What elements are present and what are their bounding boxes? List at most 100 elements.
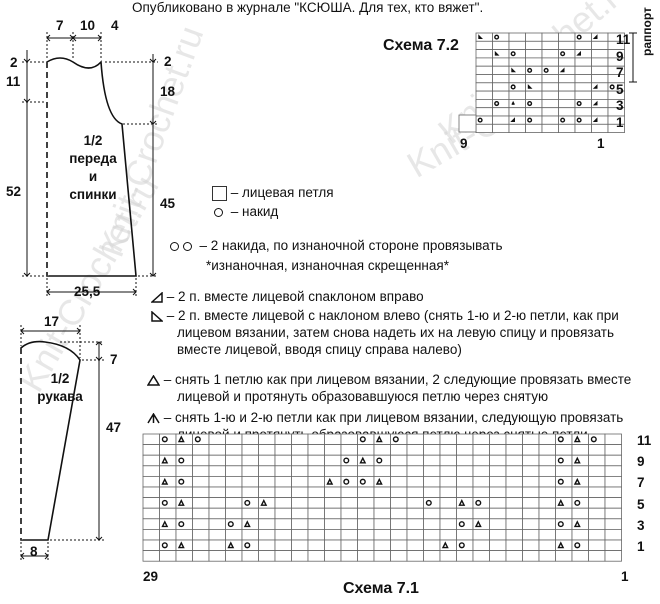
chart-cell (324, 539, 342, 552)
chart-cell (307, 497, 325, 509)
chart-cell (604, 475, 622, 488)
chart-cell (439, 529, 457, 541)
chart-cell (489, 454, 507, 467)
chart-cell (472, 433, 490, 446)
chart-7-2-col-left: 9 (460, 136, 468, 151)
chart-cell (489, 550, 507, 562)
chart-cell (357, 507, 375, 520)
chart-cell (291, 529, 309, 541)
chart-cell (241, 475, 259, 488)
chart-cell (324, 518, 342, 530)
chart-cell (142, 475, 160, 488)
yarn-over-icon (178, 457, 185, 464)
yarn-over-icon (458, 521, 465, 528)
chart-cell (538, 507, 556, 520)
chart-cell (307, 550, 325, 562)
chart-cell (555, 465, 573, 477)
chart-cell (390, 475, 408, 488)
chart-cell (225, 454, 243, 467)
chart-cell (208, 539, 226, 552)
dim-right-upper: 18 (160, 84, 176, 99)
row-number: 5 (616, 81, 624, 97)
chart-cell (225, 507, 243, 520)
yarn-over-icon (477, 117, 483, 123)
chart-cell (604, 433, 622, 446)
dim-left-total: 52 (6, 184, 22, 199)
chart-cell (588, 497, 606, 509)
yarn-over-icon (494, 101, 500, 107)
chart-cell (357, 486, 375, 499)
chart-cell (258, 444, 276, 456)
yarn-over-icon (557, 457, 564, 464)
chart-cell (357, 465, 375, 477)
chart-cell (208, 550, 226, 562)
body-label-line: и (88, 169, 98, 184)
chart-cell (390, 539, 408, 552)
yarn-over-icon (590, 436, 597, 443)
chart-cell (373, 539, 391, 552)
yarn-over-icon (527, 117, 533, 123)
chart-cell (406, 433, 424, 446)
chart-cell (192, 507, 210, 520)
chart-cell (258, 465, 276, 477)
chart-cell (159, 507, 177, 520)
chart-cell (208, 465, 226, 477)
chart-cell (588, 529, 606, 541)
chart-cell (406, 529, 424, 541)
chart-cell (604, 539, 622, 552)
chart-cell (423, 550, 441, 562)
chart-cell (406, 475, 424, 488)
chart-cell (472, 444, 490, 456)
chart-7-1-title: Схема 7.1 (343, 580, 419, 597)
yarn-over-icon (560, 51, 566, 57)
chart-cell (406, 550, 424, 562)
chart-cell (373, 529, 391, 541)
yarn-over-icon (576, 101, 582, 107)
chart-cell (291, 518, 309, 530)
chart-cell (423, 454, 441, 467)
decrease-right-icon (151, 291, 163, 303)
chart-cell (588, 444, 606, 456)
chart-cell (439, 444, 457, 456)
yarn-over-icon (475, 499, 482, 506)
chart-cell (192, 497, 210, 509)
chart-cell (340, 550, 358, 562)
chart-cell (505, 433, 523, 446)
body-label-line: переда (69, 151, 117, 166)
chart-cell (274, 518, 292, 530)
decrease-right-icon (592, 84, 598, 89)
chart-cell (192, 518, 210, 530)
chart-cell (192, 454, 210, 467)
triangle-decrease-icon (573, 435, 581, 443)
decrease-left-icon (511, 67, 516, 73)
chart-cell (604, 507, 622, 520)
chart-cell (291, 550, 309, 562)
chart-cell (555, 529, 573, 541)
chart-cell (423, 529, 441, 541)
chart-cell (357, 529, 375, 541)
decrease-left-icon (151, 310, 163, 322)
decrease-right-icon (592, 117, 598, 122)
chart-cell (456, 475, 474, 488)
triangle-decrease-icon (458, 499, 466, 506)
chart-7-1-col-right: 1 (621, 569, 629, 584)
chart-cell (192, 550, 210, 562)
triangle-decrease-icon (573, 477, 581, 485)
chart-cell (555, 497, 573, 509)
chart-cell (373, 518, 391, 530)
chart-cell (291, 454, 309, 467)
triangle-decrease-icon (177, 435, 185, 443)
chart-cell (456, 529, 474, 541)
chart-cell (406, 465, 424, 477)
chart-cell (390, 518, 408, 530)
chart-cell (538, 518, 556, 530)
chart-cell (159, 529, 177, 541)
chart-cell (472, 465, 490, 477)
decrease-right-icon (559, 67, 565, 73)
chart-cell (489, 465, 507, 477)
chart-cell (555, 550, 573, 562)
chart-cell (439, 550, 457, 562)
chart-cell (588, 550, 606, 562)
yarn-over-icon (557, 478, 564, 485)
